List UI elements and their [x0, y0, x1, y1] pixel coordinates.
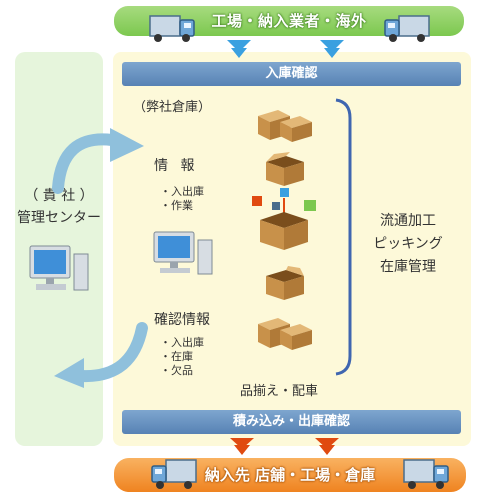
receiving-bar — [122, 62, 461, 86]
arrow-down-icon — [230, 438, 254, 455]
process-line: 在庫管理 — [380, 259, 436, 275]
computer-icon — [153, 231, 213, 275]
computer-icon — [29, 245, 89, 291]
curved-arrow-icon — [52, 128, 144, 194]
receiving-bar-label: 入庫確認 — [265, 66, 318, 81]
box-icon — [258, 318, 312, 350]
info-item: 作業 — [160, 199, 204, 213]
arrow-down-icon — [315, 438, 339, 455]
confirm-item: 在庫 — [160, 350, 204, 364]
shipping-bar — [122, 410, 461, 434]
confirm-title: 確認情報 — [154, 312, 210, 328]
process-labels: 流通加工 ピッキング 在庫管理 — [358, 210, 458, 279]
truck-icon — [149, 15, 195, 42]
truck-icon — [403, 459, 449, 489]
box-icon — [252, 188, 316, 250]
client-label: （ 貴 社 ） 管理センター — [3, 185, 115, 229]
process-line: 流通加工 — [380, 213, 436, 229]
info-title: 情 報 — [154, 158, 199, 174]
truck-icon — [151, 459, 197, 489]
destination-banner-label: 納入先 店舗・工場・倉庫 — [204, 466, 376, 484]
pick-dispatch-label: 品揃え・配車 — [240, 384, 319, 399]
shipping-bar-label: 積み込み・出庫確認 — [232, 414, 350, 429]
bracket-icon — [335, 98, 352, 376]
truck-icon — [384, 15, 430, 42]
box-icon — [266, 266, 304, 300]
confirm-item: 欠品 — [160, 364, 204, 378]
client-line: （ 貴 社 ） — [24, 188, 94, 204]
info-item: 入出庫 — [160, 185, 204, 199]
box-icon — [258, 110, 312, 142]
client-line: 管理センター — [17, 210, 101, 226]
curved-arrow-icon — [54, 322, 148, 388]
info-items: 入出庫 作業 — [160, 185, 204, 213]
warehouse-label: （弊社倉庫） — [133, 100, 212, 115]
arrow-down-icon — [227, 40, 251, 58]
confirm-item: 入出庫 — [160, 336, 204, 350]
arrow-down-icon — [320, 40, 344, 58]
supplier-banner-label: 工場・納入業者・海外 — [211, 12, 367, 30]
process-line: ピッキング — [373, 236, 443, 252]
box-icon — [266, 152, 304, 186]
confirm-items: 入出庫 在庫 欠品 — [160, 336, 204, 378]
